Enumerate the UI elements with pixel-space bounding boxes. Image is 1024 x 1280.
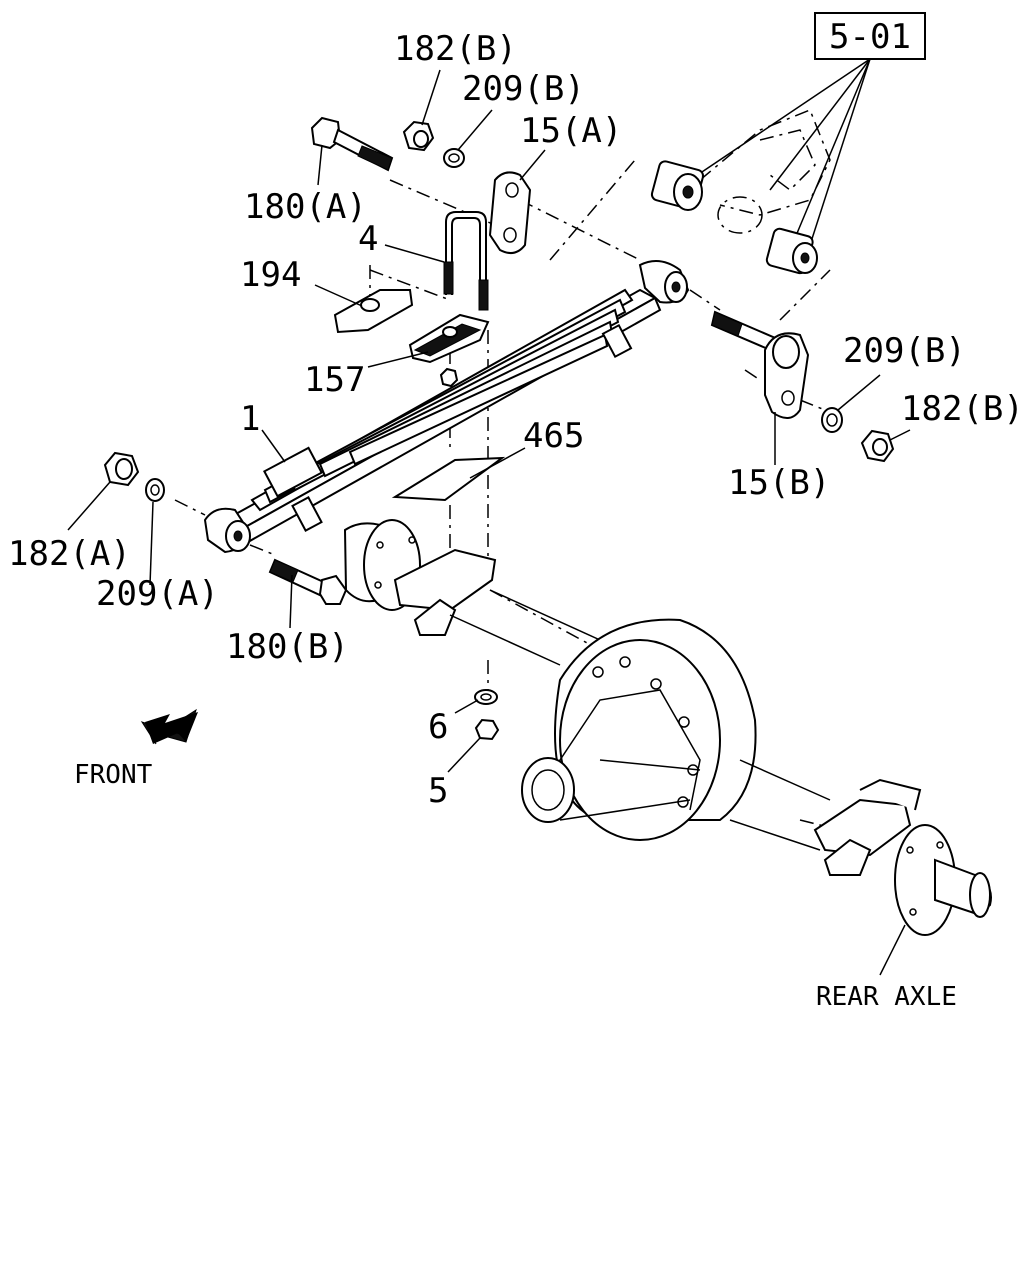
label-180a: 180(A) (244, 187, 367, 227)
label-182a: 182(A) (8, 534, 131, 574)
label-1: 1 (240, 399, 260, 439)
u-bolt-4[interactable] (443, 211, 489, 311)
rear-axle-label: REAR AXLE (816, 982, 957, 1012)
reference-box-label: 5-01 (829, 17, 911, 57)
nut-5[interactable] (474, 718, 500, 741)
shackle-plate-15a[interactable] (488, 171, 532, 255)
plate-194[interactable] (333, 289, 414, 334)
label-15a: 15(A) (520, 111, 622, 151)
pad-465[interactable] (391, 456, 506, 502)
reference-box[interactable]: 5-01 (814, 12, 926, 60)
front-label: FRONT (74, 760, 153, 790)
washer-209b-right[interactable] (821, 407, 843, 433)
bracket-157[interactable] (408, 313, 490, 364)
nut-182b-right[interactable] (860, 429, 895, 463)
frame-bracket (650, 109, 831, 275)
label-194: 194 (240, 255, 301, 295)
label-15b: 15(B) (728, 463, 830, 503)
washer-209b-top[interactable] (443, 148, 465, 168)
leaf-spring-1[interactable] (203, 260, 690, 554)
label-209a: 209(A) (96, 574, 219, 614)
label-182b-right: 182(B) (901, 389, 1024, 429)
label-209b-right: 209(B) (843, 331, 966, 371)
label-180b: 180(B) (226, 627, 349, 667)
label-4: 4 (358, 219, 378, 259)
reference-leader-lines (689, 58, 871, 251)
label-157: 157 (304, 360, 365, 400)
nut-182a[interactable] (103, 451, 140, 487)
label-182b-top: 182(B) (394, 29, 517, 69)
label-209b-top: 209(B) (462, 69, 585, 109)
bolt-180b[interactable] (268, 558, 348, 605)
rear-axle-housing[interactable] (343, 519, 992, 936)
label-6: 6 (428, 707, 448, 747)
washer-209a[interactable] (145, 478, 165, 502)
nut-182b-top[interactable] (402, 120, 435, 152)
label-5: 5 (428, 771, 448, 811)
label-465: 465 (523, 416, 584, 456)
bolt-180a[interactable] (310, 116, 394, 172)
nut-157[interactable] (439, 367, 459, 388)
washer-6[interactable] (474, 689, 498, 705)
front-arrow-icon (140, 708, 198, 745)
label-leader-lines (67, 69, 911, 976)
shackle-plate-15b[interactable] (764, 332, 810, 419)
